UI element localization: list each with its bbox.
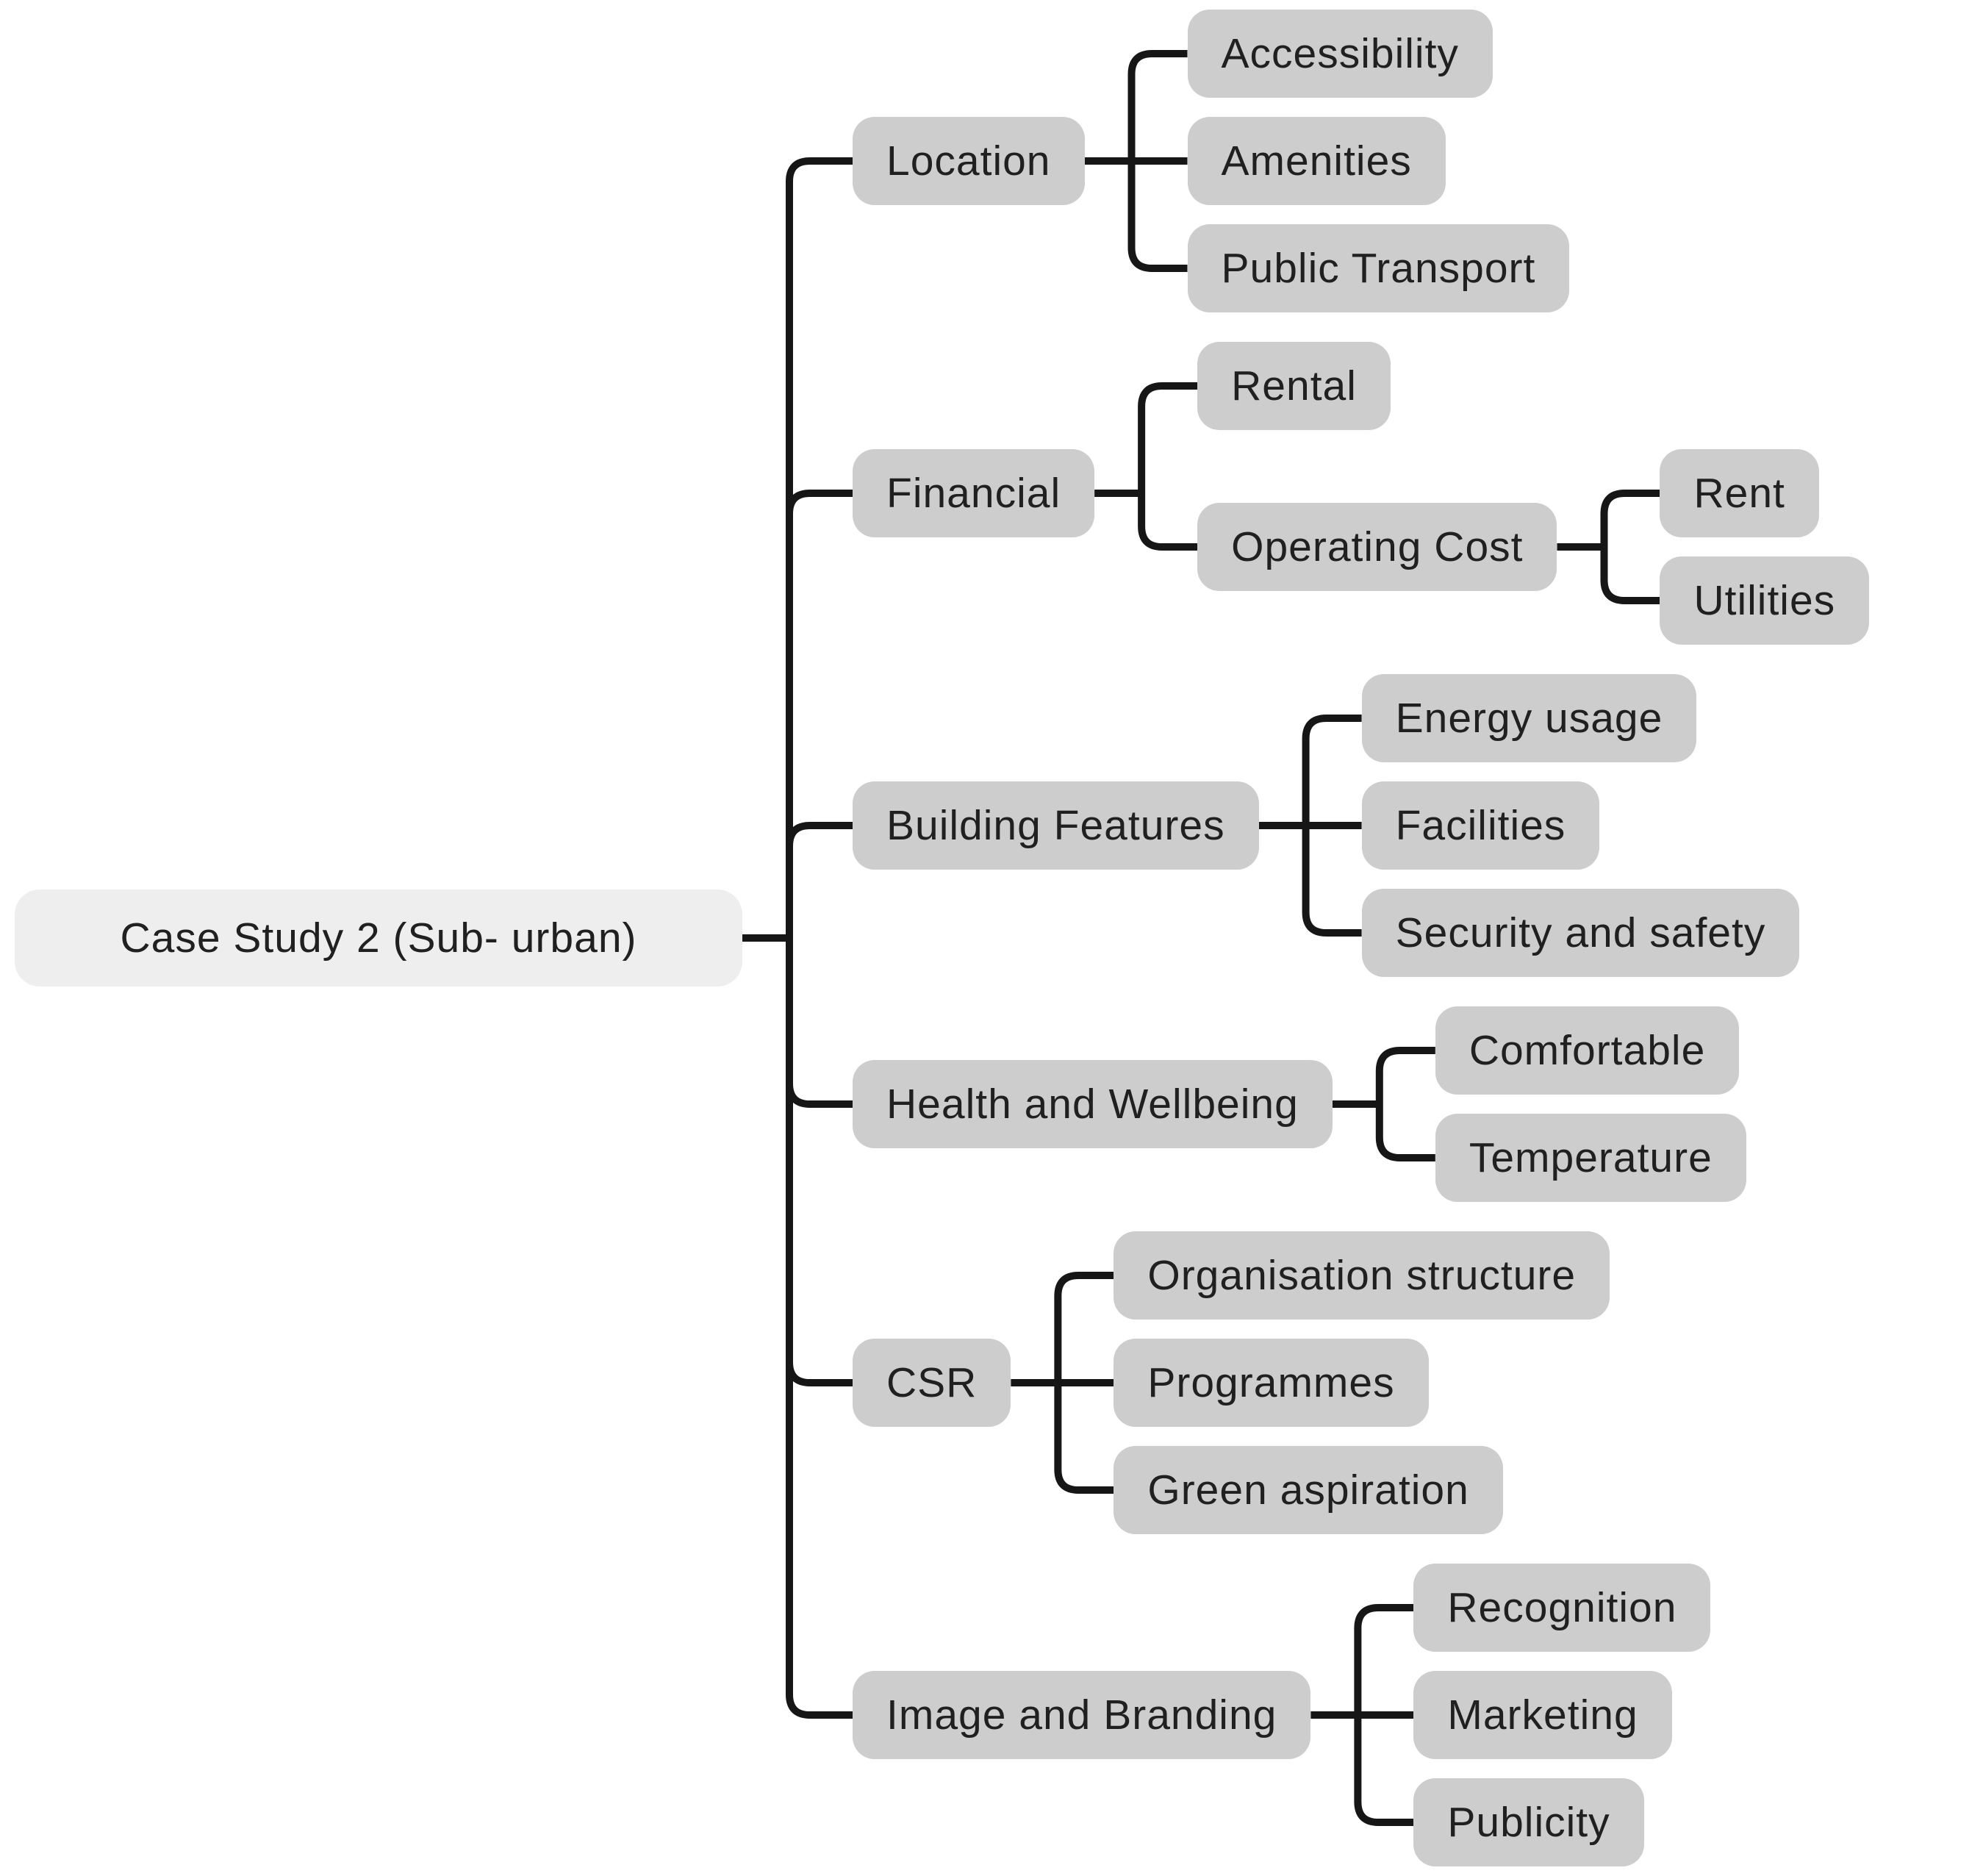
branch-financial: Financial Rental Operating Cost Rent Uti… xyxy=(853,342,1870,645)
branch-level: Location Accessibility Amenities Public … xyxy=(853,10,1870,1866)
node-rent: Rent xyxy=(1660,449,1819,537)
node-rental: Rental xyxy=(1197,342,1391,430)
node-health-and-wellbeing: Health and Wellbeing xyxy=(853,1060,1333,1148)
node-comfortable: Comfortable xyxy=(1435,1006,1740,1095)
branch-health-and-wellbeing: Health and Wellbeing Comfortable Tempera… xyxy=(853,1006,1746,1202)
operating-cost-children: Rent Utilities xyxy=(1660,449,1870,645)
location-children: Accessibility Amenities Public Transport xyxy=(1187,10,1570,312)
node-temperature: Temperature xyxy=(1435,1114,1746,1202)
node-public-transport: Public Transport xyxy=(1187,224,1570,312)
financial-children: Rental Operating Cost Rent Utilities xyxy=(1197,342,1870,645)
node-green-aspiration: Green aspiration xyxy=(1114,1446,1503,1534)
subtree-operating-cost: Operating Cost Rent Utilities xyxy=(1197,449,1870,645)
node-location: Location xyxy=(853,117,1085,205)
node-utilities: Utilities xyxy=(1660,556,1870,645)
node-facilities: Facilities xyxy=(1361,781,1600,870)
node-security-and-safety: Security and safety xyxy=(1361,889,1800,977)
node-image-and-branding: Image and Branding xyxy=(853,1671,1311,1759)
node-amenities: Amenities xyxy=(1187,117,1446,205)
branch-building-features: Building Features Energy usage Facilitie… xyxy=(853,674,1800,977)
image-branding-children: Recognition Marketing Publicity xyxy=(1413,1564,1711,1866)
node-publicity: Publicity xyxy=(1413,1778,1644,1866)
node-programmes: Programmes xyxy=(1114,1339,1429,1427)
branch-location: Location Accessibility Amenities Public … xyxy=(853,10,1570,312)
node-recognition: Recognition xyxy=(1413,1564,1711,1652)
node-marketing: Marketing xyxy=(1413,1671,1672,1759)
node-accessibility: Accessibility xyxy=(1187,10,1493,98)
mindmap-tree: Case Study 2 (Sub- urban) Location Acces… xyxy=(15,0,1870,1876)
node-operating-cost: Operating Cost xyxy=(1197,503,1557,591)
building-features-children: Energy usage Facilities Security and saf… xyxy=(1361,674,1800,977)
node-organisation-structure: Organisation structure xyxy=(1114,1231,1610,1320)
csr-children: Organisation structure Programmes Green … xyxy=(1114,1231,1610,1534)
health-children: Comfortable Temperature xyxy=(1435,1006,1746,1202)
node-building-features: Building Features xyxy=(853,781,1259,870)
node-financial: Financial xyxy=(853,449,1095,537)
node-energy-usage: Energy usage xyxy=(1361,674,1697,762)
branch-image-and-branding: Image and Branding Recognition Marketing… xyxy=(853,1564,1711,1866)
node-csr: CSR xyxy=(853,1339,1011,1427)
branch-csr: CSR Organisation structure Programmes Gr… xyxy=(853,1231,1610,1534)
root-node-case-study: Case Study 2 (Sub- urban) xyxy=(15,889,742,987)
